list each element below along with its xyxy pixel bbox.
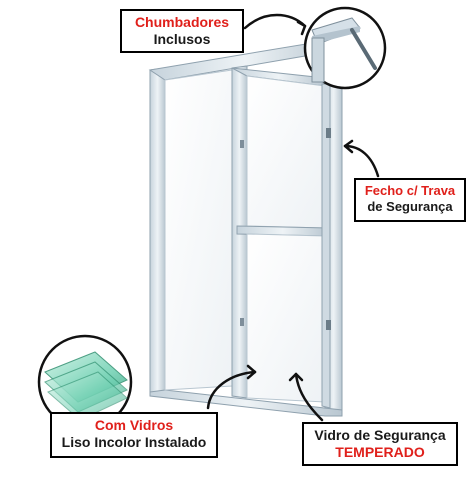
glass-panes-icon bbox=[37, 334, 133, 430]
callout-safety-glass: Vidro de Segurança TEMPERADO bbox=[302, 422, 458, 466]
callout-anchors: Chumbadores Inclusos bbox=[120, 9, 244, 53]
callout-latch-title: Fecho c/ Trava bbox=[364, 183, 456, 198]
sliding-door-leaf bbox=[231, 65, 331, 409]
callout-glass-included-title: Com Vidros bbox=[94, 417, 174, 433]
callout-latch: Fecho c/ Trava de Segurança bbox=[354, 178, 466, 222]
callout-glass-included-subtitle: Liso Incolor Instalado bbox=[61, 434, 207, 451]
callout-anchors-title: Chumbadores bbox=[134, 14, 230, 30]
callout-glass-included: Com Vidros Liso Incolor Instalado bbox=[50, 412, 218, 458]
callout-safety-glass-title: Vidro de Segurança bbox=[314, 427, 446, 443]
callout-latch-subtitle: de Segurança bbox=[367, 198, 453, 214]
anchor-bolt-detail-icon bbox=[303, 6, 387, 90]
curved-arrow-icon bbox=[206, 13, 380, 422]
callout-safety-glass-subtitle: TEMPERADO bbox=[335, 444, 425, 461]
callout-anchors-subtitle: Inclusos bbox=[153, 31, 211, 48]
fixed-glass-panel bbox=[164, 69, 233, 391]
